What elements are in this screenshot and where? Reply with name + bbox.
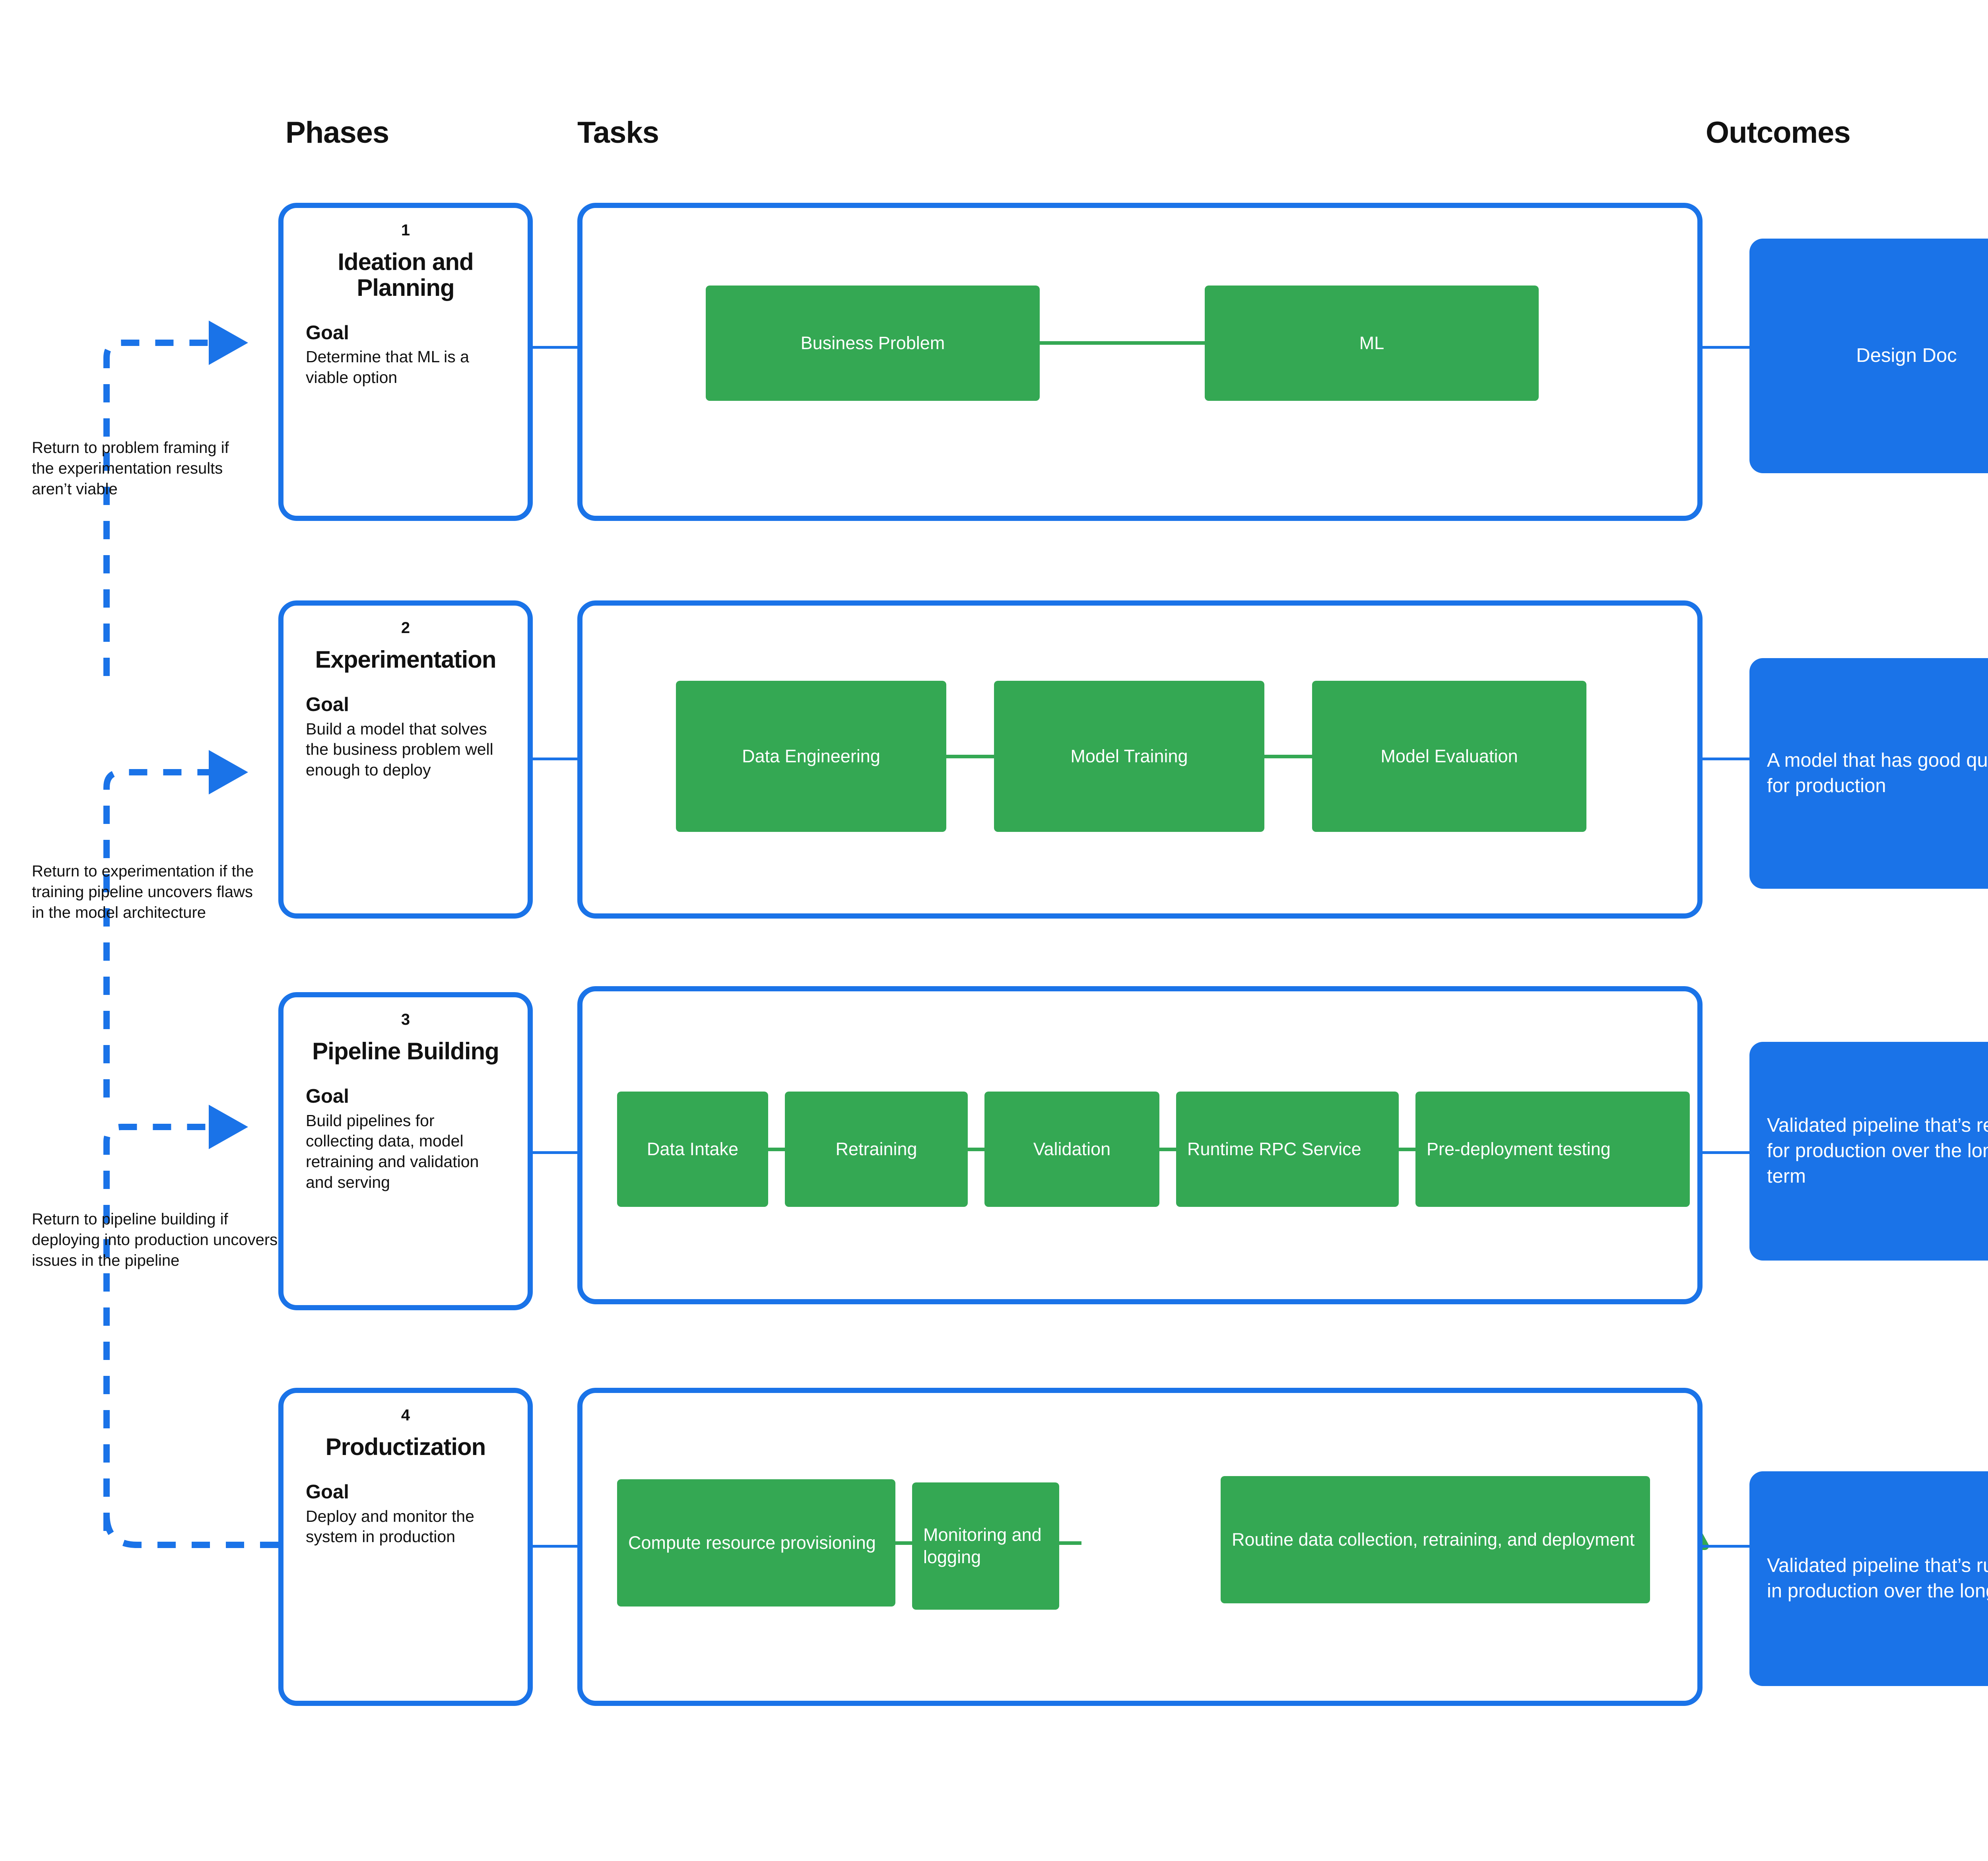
connector-phase4-to-tasks4: [533, 1545, 580, 1548]
annotation-return-to-problem-framing: Return to problem framing if the experim…: [32, 439, 229, 498]
goal-text-3: Build pipelines for collecting data, mod…: [306, 1111, 479, 1191]
phase-title-4: Productization: [325, 1434, 486, 1460]
phase-number-1: 1: [401, 221, 410, 239]
connector-task2-1-to-2-2: [946, 755, 994, 758]
outcome-chip-3[interactable]: Validated pipeline that’s ready for prod…: [1749, 1042, 1988, 1261]
connector-task1-1-to-1-2: [1040, 341, 1205, 345]
phase-number-3: 3: [401, 1011, 410, 1028]
connector-task4-2-to-4-3: [1059, 1541, 1081, 1545]
connector-task2-2-to-2-3: [1264, 755, 1312, 758]
annotation-return-to-pipeline-building: Return to pipeline building if deploying…: [32, 1210, 278, 1269]
phase-title-2: Experimentation: [315, 646, 496, 673]
connector-phase2-to-tasks2: [533, 758, 580, 760]
phase-number-4: 4: [401, 1406, 410, 1424]
column-header-tasks: Tasks: [577, 116, 659, 150]
phase-goal-3: Goal Build pipelines for collecting data…: [306, 1086, 505, 1193]
goal-label: Goal: [306, 1085, 349, 1107]
connector-tasks2-to-outcome2: [1703, 758, 1752, 760]
feedback-path-to-phase-2: [103, 750, 248, 1098]
task-chip-3-3[interactable]: Validation: [984, 1092, 1159, 1207]
goal-text-2: Build a model that solves the business p…: [306, 719, 493, 779]
connector-tasks3-to-outcome3: [1703, 1151, 1752, 1154]
task-chip-3-4[interactable]: Runtime RPC Service: [1176, 1092, 1399, 1207]
task-chip-4-1[interactable]: Compute resource provisioning: [617, 1479, 895, 1607]
phase-title-3: Pipeline Building: [312, 1038, 499, 1065]
connector-task3-2-to-3-3: [968, 1148, 984, 1151]
connector-task4-1-to-4-2: [895, 1541, 912, 1545]
connector-task3-1-to-3-2: [768, 1148, 785, 1151]
phase-number-2: 2: [401, 619, 410, 637]
connector-task3-3-to-3-4: [1159, 1148, 1176, 1151]
phase-card-2[interactable]: 2 Experimentation Goal Build a model tha…: [278, 600, 533, 919]
feedback-path-from-phase-4: [103, 1507, 278, 1548]
phase-card-1[interactable]: 1 Ideation and Planning Goal Determine t…: [278, 203, 533, 521]
task-chip-2-1[interactable]: Data Engineering: [676, 681, 946, 832]
task-chip-4-3[interactable]: Routine data collection, retraining, and…: [1221, 1476, 1650, 1603]
goal-text-1: Determine that ML is a viable option: [306, 348, 469, 387]
connector-task3-4-to-3-5: [1399, 1148, 1415, 1151]
connector-phase3-to-tasks3: [533, 1151, 580, 1154]
task-chip-3-5[interactable]: Pre-deployment testing: [1415, 1092, 1690, 1207]
feedback-path-to-phase-3: [103, 1105, 248, 1531]
connector-tasks4-to-outcome4: [1703, 1545, 1752, 1548]
task-chip-1-1[interactable]: Business Problem: [706, 286, 1040, 401]
phase-goal-4: Goal Deploy and monitor the system in pr…: [306, 1481, 505, 1547]
column-header-outcomes: Outcomes: [1706, 116, 1851, 150]
phase-goal-1: Goal Determine that ML is a viable optio…: [306, 322, 505, 388]
task-chip-2-3[interactable]: Model Evaluation: [1312, 681, 1586, 832]
outcome-chip-2[interactable]: A model that has good quality for produc…: [1749, 658, 1988, 889]
task-chip-3-1[interactable]: Data Intake: [617, 1092, 768, 1207]
connector-tasks1-to-outcome1: [1703, 346, 1752, 349]
goal-label: Goal: [306, 322, 349, 344]
connector-phase1-to-tasks1: [533, 346, 580, 349]
outcome-chip-1[interactable]: Design Doc: [1749, 239, 1988, 473]
phase-goal-2: Goal Build a model that solves the busin…: [306, 694, 505, 781]
phase-title-1: Ideation and Planning: [338, 249, 474, 301]
column-header-phases: Phases: [285, 116, 389, 150]
goal-text-4: Deploy and monitor the system in product…: [306, 1507, 474, 1546]
task-chip-1-2[interactable]: ML: [1205, 286, 1539, 401]
goal-label: Goal: [306, 694, 349, 715]
task-chip-3-2[interactable]: Retraining: [785, 1092, 968, 1207]
task-chip-4-2[interactable]: Monitoring and logging: [912, 1482, 1059, 1610]
phase-card-4[interactable]: 4 Productization Goal Deploy and monitor…: [278, 1388, 533, 1706]
goal-label: Goal: [306, 1481, 349, 1503]
outcome-chip-4[interactable]: Validated pipeline that’s running in pro…: [1749, 1471, 1988, 1686]
annotation-return-to-experimentation: Return to experimentation if the trainin…: [32, 863, 254, 921]
task-chip-2-2[interactable]: Model Training: [994, 681, 1264, 832]
phase-card-3[interactable]: 3 Pipeline Building Goal Build pipelines…: [278, 992, 533, 1310]
feedback-path-to-phase-1: [103, 321, 248, 676]
